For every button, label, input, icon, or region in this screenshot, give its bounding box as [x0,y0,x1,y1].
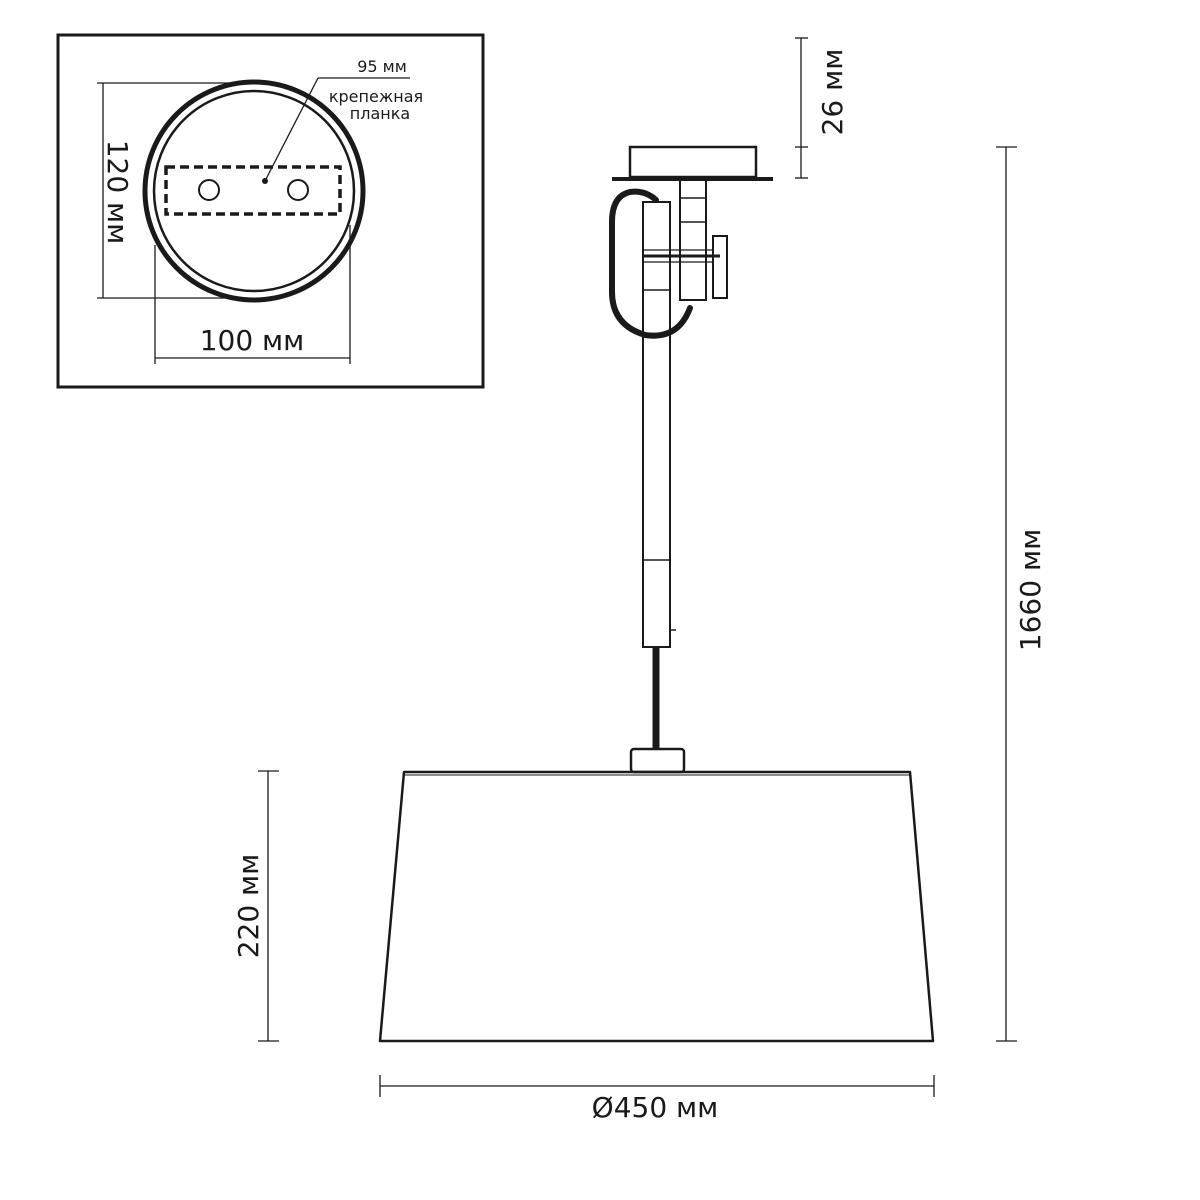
dim-220-label: 220 мм [232,854,265,959]
ceiling-canopy [628,145,758,179]
mount-label-line2: планка [350,104,410,123]
dim-95-label: 95 мм [357,57,407,76]
dim-120-label: 120 мм [101,140,134,245]
mount-label-line1: крепежная [329,87,423,106]
lamp-shade [378,770,935,1043]
canopy-inner-circle [152,89,356,293]
dimensions: 26 мм 1660 мм 220 мм Ø450 мм [232,37,1047,1124]
screw-hole-left [198,179,220,201]
inset-frame [56,33,485,389]
inset-panel: 95 мм крепежная планка 120 мм 100 мм [56,33,485,389]
screw-hole-right [287,179,309,201]
hinge-block [679,179,707,301]
dim-450-label: Ø450 мм [592,1091,719,1124]
cable-loop [609,188,693,339]
shade-cap [629,747,686,774]
dim-26-label: 26 мм [816,49,849,136]
dim-100-label: 100 мм [200,324,305,357]
leader-line-95 [264,77,319,182]
hinge-knob [712,235,728,299]
suspension-rod [642,201,671,648]
lamp-drawing [378,145,935,1043]
mounting-bracket [164,165,342,216]
dim-1660-label: 1660 мм [1014,529,1047,651]
canopy-outer-circle [142,79,366,303]
